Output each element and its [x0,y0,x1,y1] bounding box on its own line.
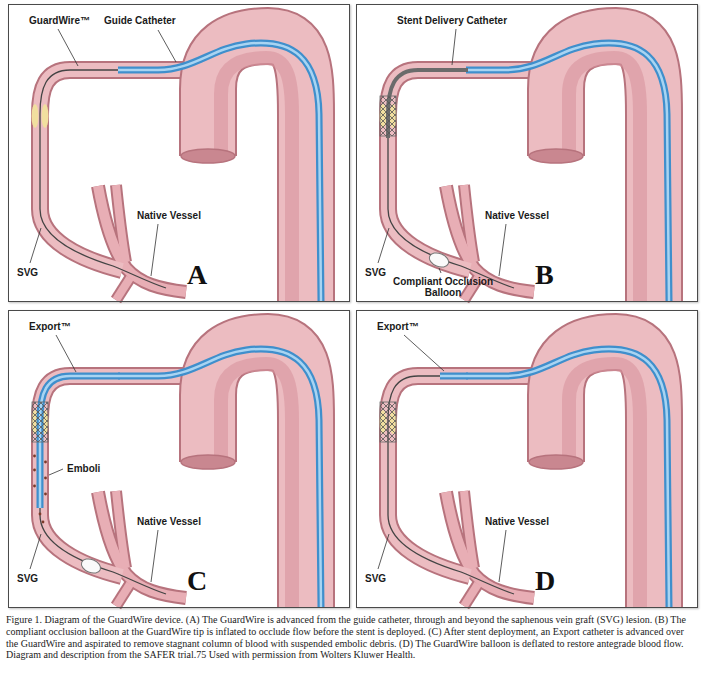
leader-line [439,268,441,273]
panel-letter: B [535,261,554,289]
part-label: Native Vessel [485,516,549,528]
leader-line [58,29,78,66]
part-label: SVG [17,573,38,585]
panel-frame: A GuardWire™ Guide CatheterNative VesselSV… [8,4,350,302]
part-label: Stent Delivery Catheter [397,15,507,27]
part-label: Compliant Occlusion Balloon [393,276,493,298]
emboli [33,455,47,524]
export-catheter [440,373,468,380]
export-catheter [40,376,120,508]
panel-frame: B Stent Delivery CatheterNative VesselSVG… [356,4,698,302]
part-label: Export™ [377,321,419,333]
panel-a-art [30,29,321,301]
figure-caption: Figure 1. Diagram of the GuardWire devic… [6,614,698,661]
part-label: SVG [17,267,38,279]
part-label: Export™ [29,321,71,333]
stent [380,402,396,442]
occlusion-balloon [427,250,450,270]
panel-letter: D [535,567,555,595]
leader-line [404,335,444,371]
occlusion-balloon [79,556,102,576]
panel-frame: D Export™ Native VesselSVG [356,310,698,608]
part-label: Native Vessel [137,210,201,222]
part-label: Native Vessel [137,516,201,528]
panel-letter: C [187,567,207,595]
panel-d-art [378,335,669,607]
leader-line [158,30,176,62]
part-label: Emboli [67,463,100,475]
part-label: Guide Catheter [104,15,176,27]
delivery-catheter [388,70,468,138]
panel-frame: C Export™ EmboliNative VesselSVG [8,310,350,608]
part-label: SVG [365,267,386,279]
part-label: GuardWire™ [29,15,90,27]
part-label: SVG [365,573,386,585]
panel-letter: A [187,261,207,289]
panel-c-art [30,335,321,607]
part-label: Native Vessel [485,210,549,222]
stent [32,402,48,442]
panel-b-art [378,29,669,301]
leader-line [49,469,63,475]
leader-line [452,29,456,65]
leader-line [56,335,76,372]
stent [380,96,396,136]
